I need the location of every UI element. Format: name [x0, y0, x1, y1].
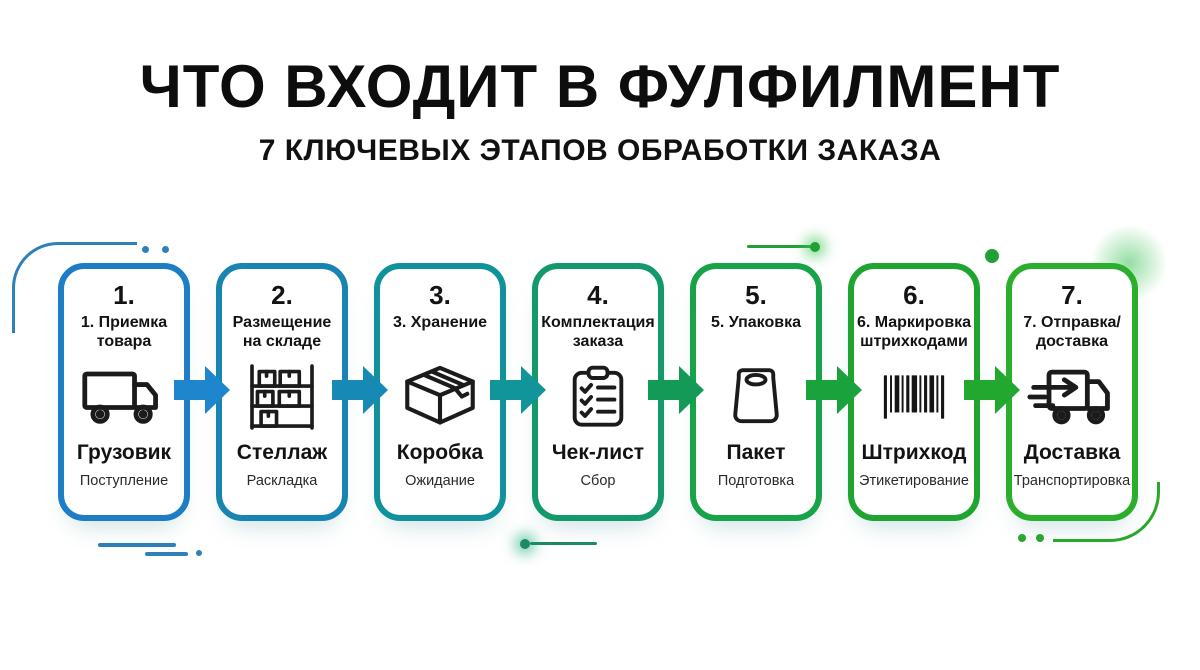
stage-card-7: 7. 7. Отправка/ доставка Доставка Трансп…	[1006, 263, 1138, 521]
stage-label: Доставка	[1023, 441, 1121, 464]
flow-arrow-3	[490, 364, 548, 416]
decor-glow-dot	[520, 539, 530, 549]
stage-title: 3. Хранение	[392, 314, 488, 331]
page-title: ЧТО ВХОДИТ В ФУЛФИЛМЕНТ	[139, 53, 1061, 120]
stage-label: Штрихкод	[861, 441, 967, 464]
stage-card-1: 1. 1. Приемка товара Грузовик Поступлени…	[58, 263, 190, 521]
flow-arrow-2	[332, 364, 390, 416]
flow-arrow-1	[174, 364, 232, 416]
stage-number: 3.	[429, 280, 451, 310]
box-icon	[380, 359, 500, 435]
package-bag-icon	[696, 359, 816, 435]
stage-number: 4.	[587, 280, 609, 310]
stage-label: Стеллаж	[236, 441, 328, 464]
stage-number: 6.	[903, 280, 925, 310]
stage-title: 5. Упаковка	[710, 314, 801, 331]
shelf-rack-icon	[222, 359, 342, 435]
decor-dot	[985, 249, 999, 263]
stage-label: Чек-лист	[551, 441, 645, 464]
stage-sublabel: Раскладка	[246, 473, 318, 489]
decor-glow-dot	[810, 242, 820, 252]
decor-dot	[162, 246, 169, 253]
stage-number: 5.	[745, 280, 767, 310]
flow-arrow-6	[964, 364, 1022, 416]
stage-label: Коробка	[396, 441, 484, 464]
stage-title: Комплектация заказа	[541, 314, 655, 350]
stage-label: Пакет	[726, 441, 786, 464]
stage-label: Грузовик	[76, 441, 172, 464]
truck-icon	[64, 359, 184, 435]
delivery-truck-icon	[1012, 359, 1132, 435]
stage-title: Размещение на складе	[232, 314, 332, 350]
stage-title: 1. Приемка товара	[80, 314, 168, 350]
stage-sublabel: Поступление	[79, 473, 169, 489]
decor-dot	[1036, 534, 1044, 542]
stage-card-2: 2. Размещение на складе Стеллаж Раскладк…	[216, 263, 348, 521]
stage-card-6: 6. 6. Маркировка штрихкодами	[848, 263, 980, 521]
decor-arc-top-left	[12, 242, 137, 333]
decor-dot	[1018, 534, 1026, 542]
page-subtitle: 7 КЛЮЧЕВЫХ ЭТАПОВ ОБРАБОТКИ ЗАКАЗА	[258, 134, 942, 167]
checklist-icon	[538, 359, 658, 435]
flow-arrow-5	[806, 364, 864, 416]
decor-line	[145, 552, 188, 556]
stage-card-3: 3. 3. Хранение Коробка Ожидание	[374, 263, 506, 521]
stage-number: 2.	[271, 280, 293, 310]
decor-dot	[142, 246, 149, 253]
stage-sublabel: Подготовка	[717, 473, 795, 489]
barcode-icon	[854, 359, 974, 435]
stage-title: 6. Маркировка штрихкодами	[856, 314, 972, 350]
stage-card-5: 5. 5. Упаковка Пакет Подготовка	[690, 263, 822, 521]
stage-sublabel: Сбор	[580, 473, 616, 489]
decor-line	[530, 542, 597, 545]
flow-arrow-4	[648, 364, 706, 416]
decor-line	[98, 543, 176, 547]
decor-line	[747, 245, 811, 248]
stage-card-4: 4. Комплектация заказа Чек-лист Сбор	[532, 263, 664, 521]
stage-title: 7. Отправка/ доставка	[1023, 314, 1121, 350]
stage-sublabel: Транспортировка	[1013, 473, 1131, 489]
stage-number: 1.	[113, 280, 135, 310]
decor-dot	[196, 550, 202, 556]
stage-number: 7.	[1061, 280, 1083, 310]
stage-sublabel: Этикетирование	[859, 473, 969, 489]
stage-sublabel: Ожидание	[405, 473, 475, 489]
